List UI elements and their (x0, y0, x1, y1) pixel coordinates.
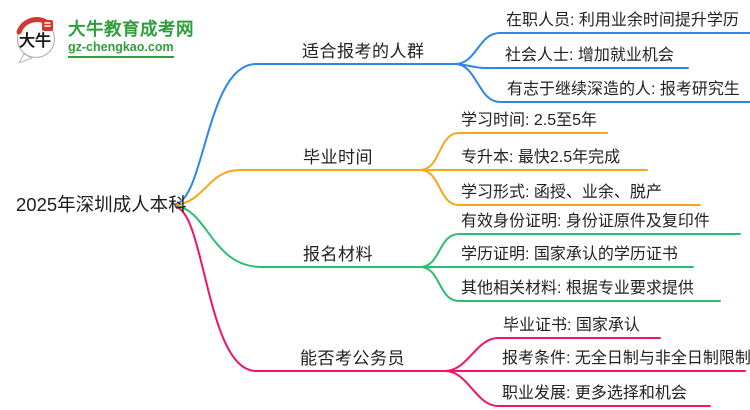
site-logo: 大牛 大牛教育成考网 gz-chengkao.com (13, 13, 194, 63)
branch-4-parent-line (175, 206, 446, 372)
root-node: 2025年深圳成人本科 (16, 194, 187, 215)
leaf-node: 有效身份证明: 身份证原件及复印件 (461, 213, 710, 230)
site-name: 大牛教育成考网 (68, 18, 194, 39)
logo-badge-text: 大牛 (19, 31, 51, 50)
leaf-node: 学习时间: 2.5至5年 (461, 112, 598, 129)
branch-3-parent-line (175, 205, 421, 268)
leaf-node: 社会人士: 增加就业机会 (505, 47, 674, 64)
branch-1-parent-line (175, 63, 456, 205)
leaf-node: 报考条件: 无全日制与非全日制限制 (502, 350, 750, 367)
branch-2-label: 毕业时间 (303, 148, 373, 167)
branch-1-child-3-line (454, 63, 750, 103)
leaf-node: 有志于继续深造的人: 报考研究生 (507, 81, 740, 98)
logo-bull-badge-icon: 大牛 (16, 17, 56, 63)
site-url: gz-chengkao.com (68, 39, 174, 58)
branch-2-parent-line (175, 169, 421, 206)
branch-2-child-1-line (419, 132, 608, 171)
branch-4-child-3-line (444, 370, 711, 407)
branch-4-child-1-line (444, 337, 661, 372)
branch-3-child-1-line (419, 233, 741, 268)
leaf-node: 毕业证书: 国家承认 (503, 317, 640, 334)
leaf-node: 在职人员: 利用业余时间提升学历 (506, 12, 739, 29)
branch-1-label: 适合报考的人群 (302, 42, 425, 61)
leaf-node: 职业发展: 更多选择和机会 (502, 385, 687, 402)
branch-4-label: 能否考公务员 (300, 349, 405, 368)
leaf-node: 专升本: 最快2.5年完成 (461, 149, 621, 166)
branch-3-label: 报名材料 (303, 245, 373, 264)
leaf-node: 学历证明: 国家承认的学历证书 (461, 246, 678, 263)
leaf-node: 其他相关材料: 根据专业要求提供 (461, 280, 694, 297)
logo-text-block: 大牛教育成考网 gz-chengkao.com (68, 19, 194, 58)
branch-2-child-3-line (419, 169, 701, 206)
leaf-node: 学习形式: 函授、业余、脱产 (461, 184, 662, 201)
branch-3-child-3-line (419, 266, 721, 302)
branch-1-child-1-line (454, 32, 750, 65)
